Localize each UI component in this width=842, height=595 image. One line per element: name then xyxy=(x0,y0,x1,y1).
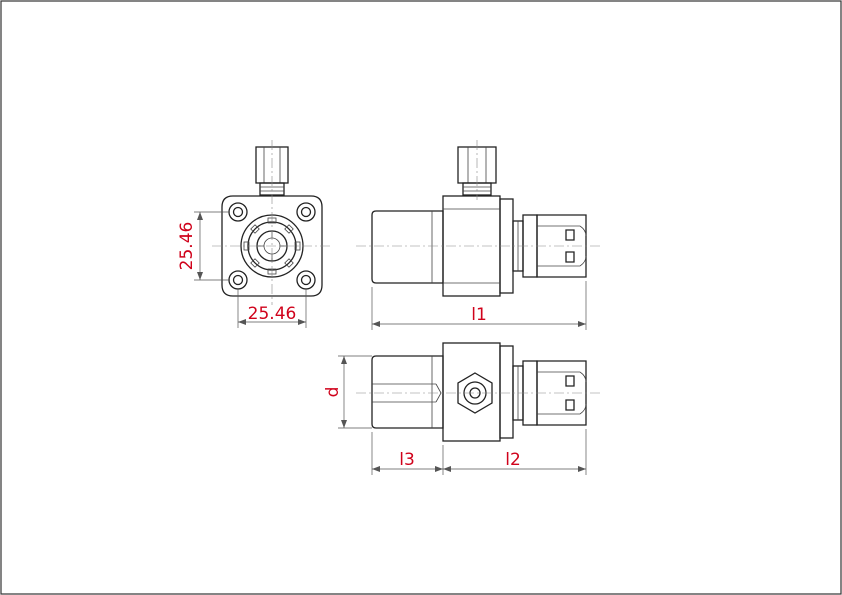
side-view xyxy=(356,140,600,330)
dim-text-l1: l1 xyxy=(471,305,487,325)
front-flange xyxy=(221,195,323,297)
side-dim-total xyxy=(371,281,587,330)
top-dim-diameter xyxy=(338,355,372,429)
top-view xyxy=(338,342,600,475)
dim-text-l3: l3 xyxy=(399,450,415,470)
dim-text-l2: l2 xyxy=(505,450,521,470)
top-dim-lengths xyxy=(371,429,587,475)
dim-text-front-horizontal: 25.46 xyxy=(248,304,297,324)
front-view xyxy=(194,140,332,328)
top-flange xyxy=(499,345,514,439)
front-dim-horizontal xyxy=(237,288,307,328)
dim-text-d: d xyxy=(323,387,343,398)
dim-text-front-vertical: 25.46 xyxy=(177,222,197,271)
top-shank xyxy=(371,355,444,429)
side-shank xyxy=(371,210,444,284)
front-dim-vertical xyxy=(194,211,230,281)
